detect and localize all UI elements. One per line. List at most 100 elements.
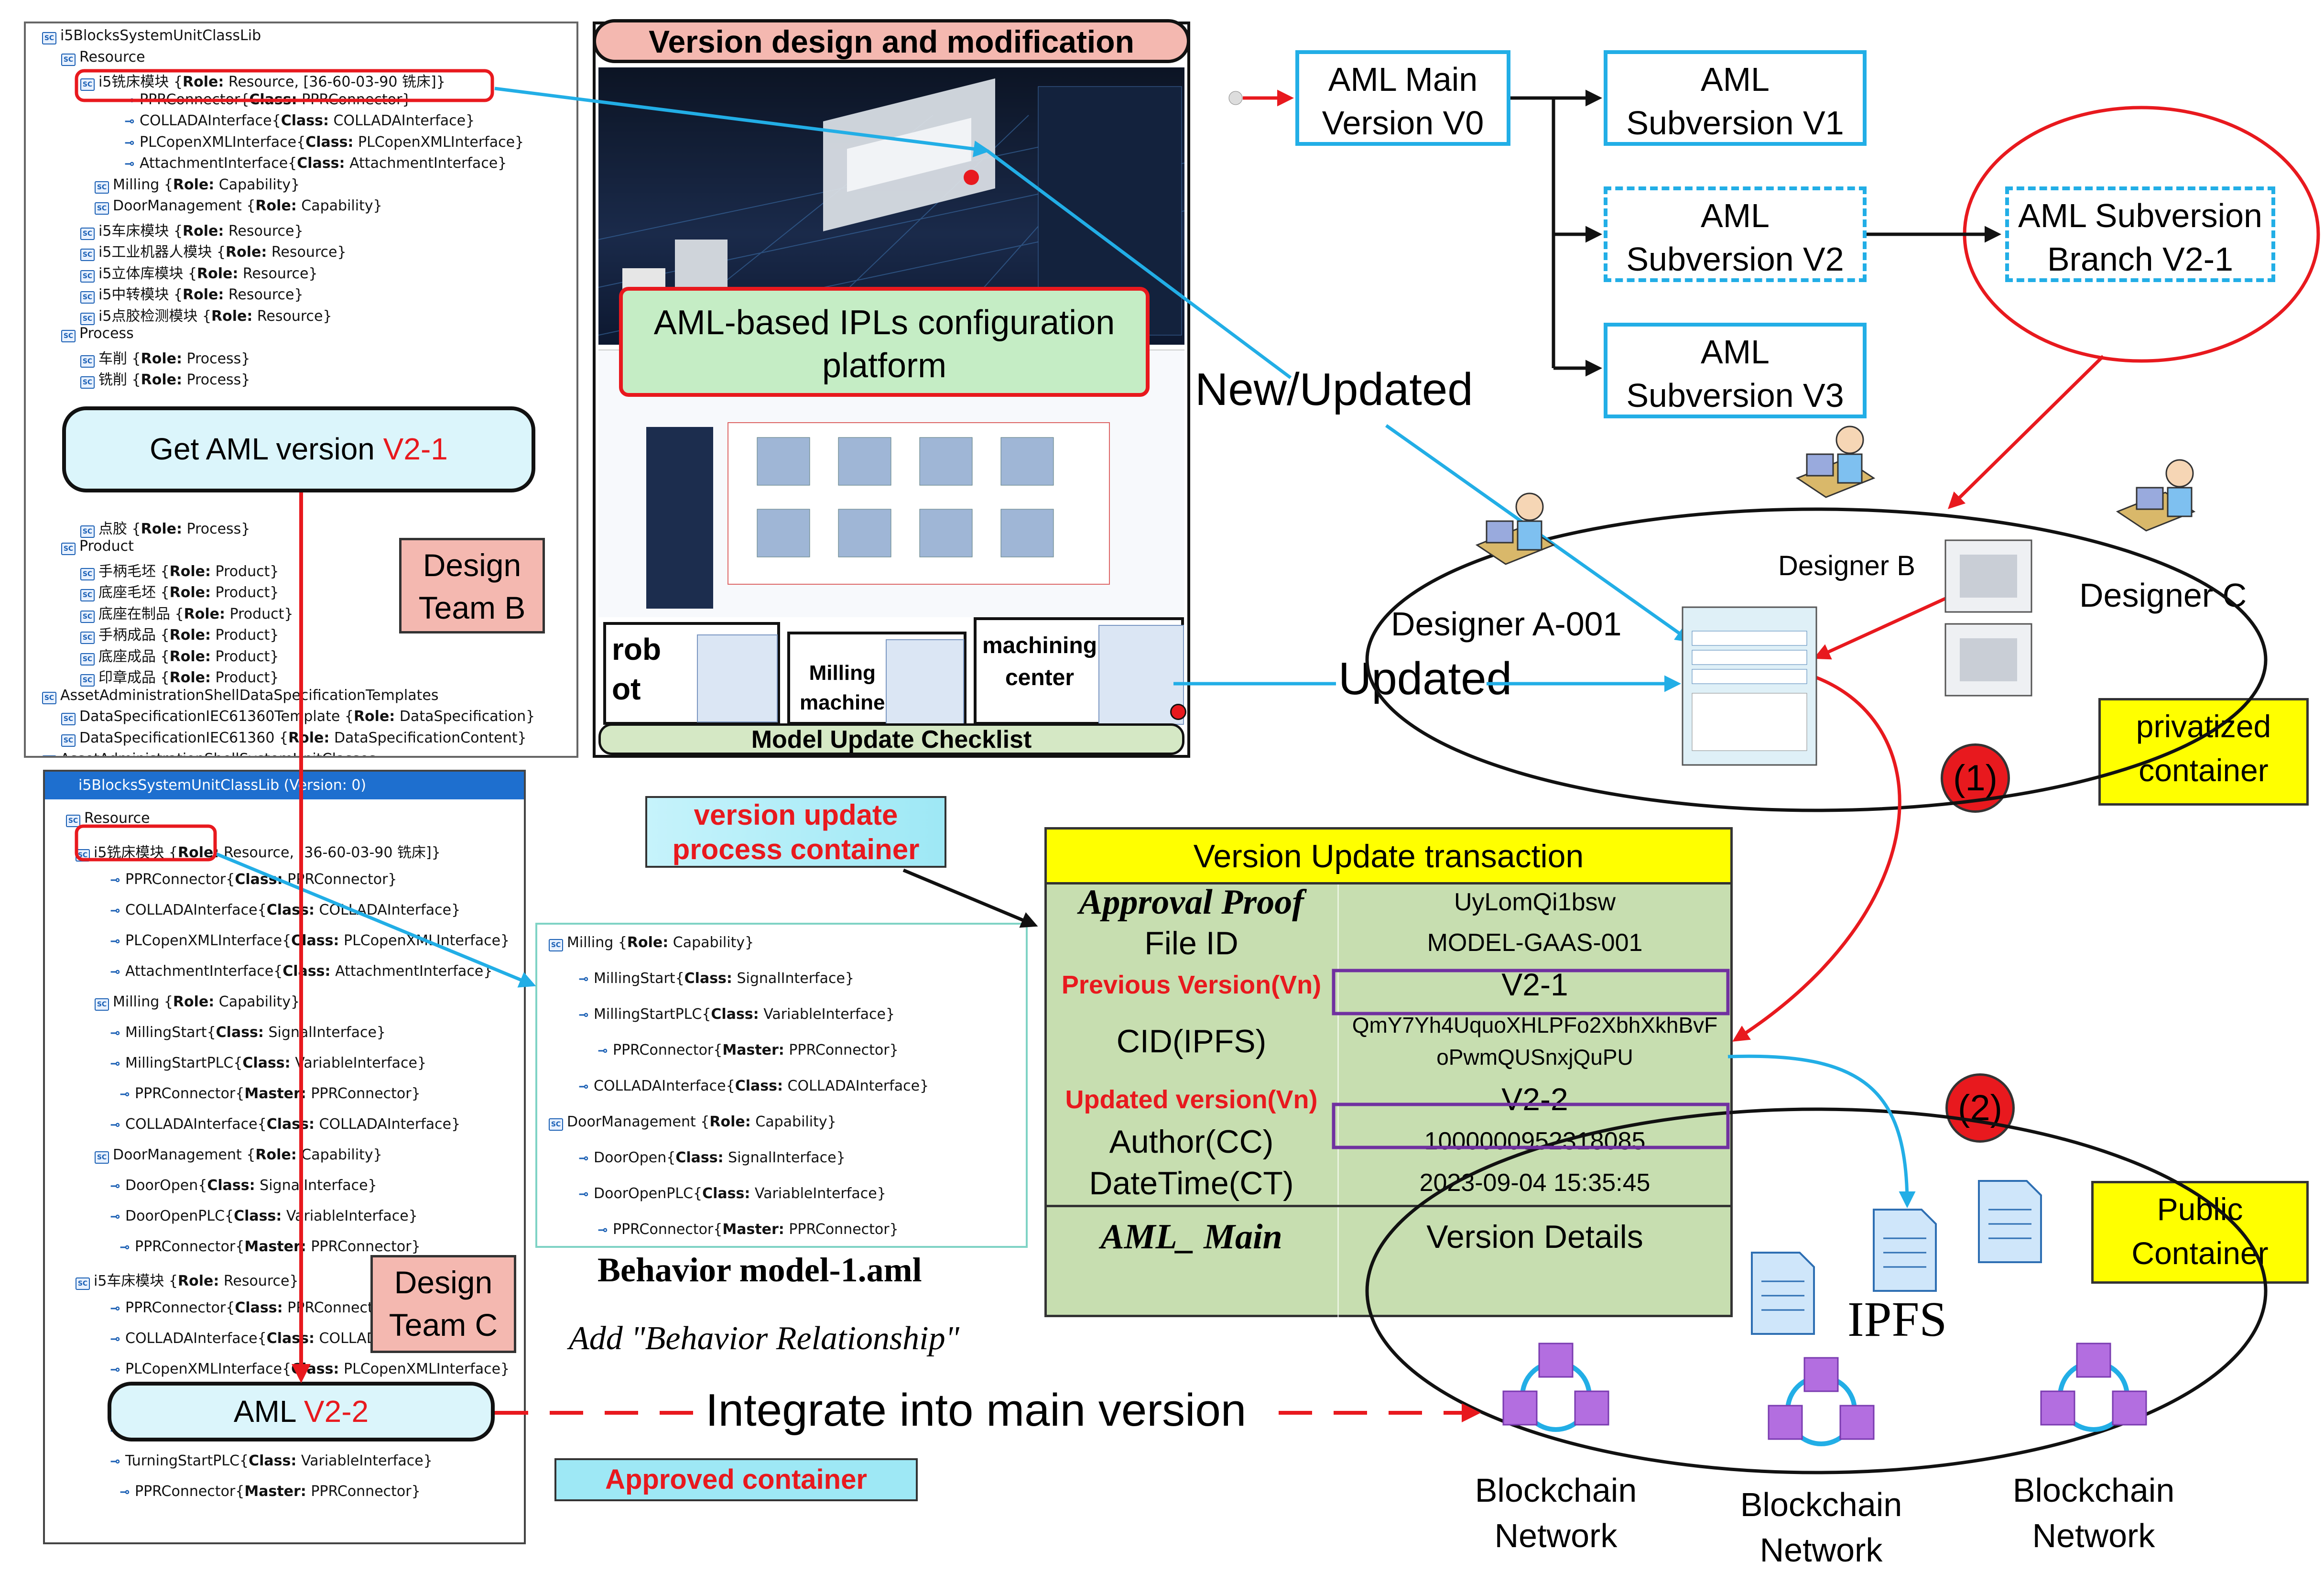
tree-item[interactable]: ⊸MillingStartPLC{Class: VariableInterfac…	[107, 1055, 426, 1071]
class-icon: SC	[80, 632, 95, 644]
tree-item[interactable]: ⊸PPRConnector{Master: PPRConnector}	[117, 1483, 421, 1500]
tree-item[interactable]: ⊸COLLADAInterface{Class: COLLADAInterfac…	[576, 1078, 929, 1094]
designer-b-label: Designer B	[1778, 550, 1915, 581]
version-v3[interactable]: AML Subversion V3	[1604, 323, 1867, 418]
tree-item-value: Resource}	[267, 244, 347, 261]
tree-item[interactable]: ⊸TurningStartPLC{Class: VariableInterfac…	[107, 1452, 433, 1469]
version-main[interactable]: AML Main Version V0	[1295, 50, 1510, 146]
tree-item[interactable]: ⊸PLCopenXMLInterface{Class: PLCopenXMLIn…	[107, 1361, 510, 1377]
version-v1[interactable]: AML Subversion V1	[1604, 50, 1867, 146]
tree-item[interactable]: ⊸PPRConnector{Class: PPRConnector}	[107, 871, 397, 888]
transaction-label: AML_ Main	[1047, 1207, 1336, 1267]
tree-item[interactable]: ⊸MillingStart{Class: SignalInterface}	[107, 1024, 386, 1041]
tree-item-key: Master:	[722, 1221, 784, 1238]
tree-item[interactable]: ⊸MillingStart{Class: SignalInterface}	[576, 970, 854, 987]
class-icon: SC	[95, 202, 109, 215]
card-milling[interactable]: Milling machine	[787, 632, 967, 725]
class-icon: SC	[61, 713, 76, 725]
tree-item[interactable]: ⊸DoorOpen{Class: SignalInterface}	[576, 1149, 846, 1166]
transaction-value: QmY7Yh4UquoXHLPFo2XbhXkhBvF oPwmQUSnxjQu…	[1352, 1012, 1718, 1070]
tree-item[interactable]: ⊸PPRConnector{Master: PPRConnector}	[117, 1238, 421, 1255]
checklist-bar: Model Update Checklist	[598, 723, 1184, 755]
tree-item[interactable]: ⊸COLLADAInterface{Class: COLLADAInterfac…	[107, 1116, 460, 1133]
version-v2[interactable]: AML Subversion V2	[1604, 186, 1867, 282]
aml-v22-pill[interactable]: AML V2-2	[108, 1382, 495, 1441]
transaction-table: Version Update transaction Approval Proo…	[1044, 827, 1733, 1320]
tree-item[interactable]: ⊸PPRConnector{Master: PPRConnector}	[595, 1042, 899, 1059]
tree-item[interactable]: ⊸AttachmentInterface{Class: AttachmentIn…	[107, 963, 492, 980]
tree-item[interactable]: ⊸PPRConnector{Master: PPRConnector}	[595, 1221, 899, 1238]
tree-item[interactable]: ⊸AttachmentInterface{Class: AttachmentIn…	[121, 155, 507, 172]
tree-item-text: DoorManagement {	[113, 197, 256, 214]
tree-item[interactable]: ⊸MillingStartPLC{Class: VariableInterfac…	[576, 1006, 895, 1023]
tree-item-value: COLLADAInterface}	[314, 1116, 461, 1133]
tree-item[interactable]: ⊸COLLADAInterface{Class: COLLADAInterfac…	[121, 112, 475, 129]
tree-item-key: Role:	[353, 708, 395, 725]
tree-item-text: COLLADAInterface{	[594, 1078, 735, 1094]
class-icon: SC	[80, 525, 95, 538]
version-branch[interactable]: AML Subversion Branch V2-1	[2005, 186, 2275, 282]
tree-item[interactable]: ⊸PPRConnector{Master: PPRConnector}	[117, 1085, 421, 1102]
tree-item-value: VariableInterface}	[750, 1185, 886, 1202]
tree-item[interactable]: SCAssetAdministrationShellSystemUnitClas…	[40, 751, 376, 756]
interface-icon: ⊸	[597, 1044, 608, 1058]
tree-item[interactable]: ⊸PPRConnector{Class: PPRConnector}	[107, 1299, 397, 1316]
tree-item-text: COLLADAInterface{	[125, 902, 267, 918]
interface-icon: ⊸	[110, 1026, 120, 1040]
tree-item-key: Role:	[627, 934, 669, 951]
tree-item[interactable]: ⊸COLLADAInterface{Class: COLLADAInterfac…	[107, 902, 460, 918]
tree-item-text: PLCopenXMLInterface{	[125, 1361, 292, 1377]
get-version-pill[interactable]: Get AML version V2-1	[62, 406, 535, 492]
tree-item-text: MillingStartPLC{	[594, 1006, 711, 1023]
card-milling-label: Milling machine	[800, 661, 885, 714]
transaction-header: Version Update transaction	[1047, 830, 1730, 884]
tree-item[interactable]: ⊸DoorOpenPLC{Class: VariableInterface}	[107, 1208, 418, 1224]
tree-item-key: Role:	[169, 669, 211, 686]
card-machining[interactable]: machining center	[974, 617, 1186, 725]
tree-item[interactable]: ⊸PLCopenXMLInterface{Class: PLCopenXMLIn…	[121, 134, 524, 151]
transaction-value: UyLomQi1bsw	[1454, 888, 1616, 916]
tree-item[interactable]: ⊸PPRConnector{Class: PPRConnector}	[121, 91, 411, 108]
tree-item[interactable]: ⊸PLCopenXMLInterface{Class: PLCopenXMLIn…	[107, 932, 510, 949]
tree-item[interactable]: ⊸DoorOpen{Class: SignalInterface}	[107, 1177, 377, 1194]
card-robot[interactable]: rob ot	[603, 622, 780, 725]
tree-item[interactable]: ⊸DoorOpenPLC{Class: VariableInterface}	[576, 1185, 886, 1202]
interface-icon: ⊸	[110, 1454, 120, 1469]
transaction-row: Updated version(Vn)V2-2	[1047, 1078, 1730, 1121]
tree-item-value: Capability}	[750, 1114, 836, 1130]
tree-item-text: Milling {	[567, 934, 627, 951]
tree-item-key: Master:	[722, 1042, 784, 1059]
transaction-label: DateTime(CT)	[1089, 1165, 1294, 1201]
